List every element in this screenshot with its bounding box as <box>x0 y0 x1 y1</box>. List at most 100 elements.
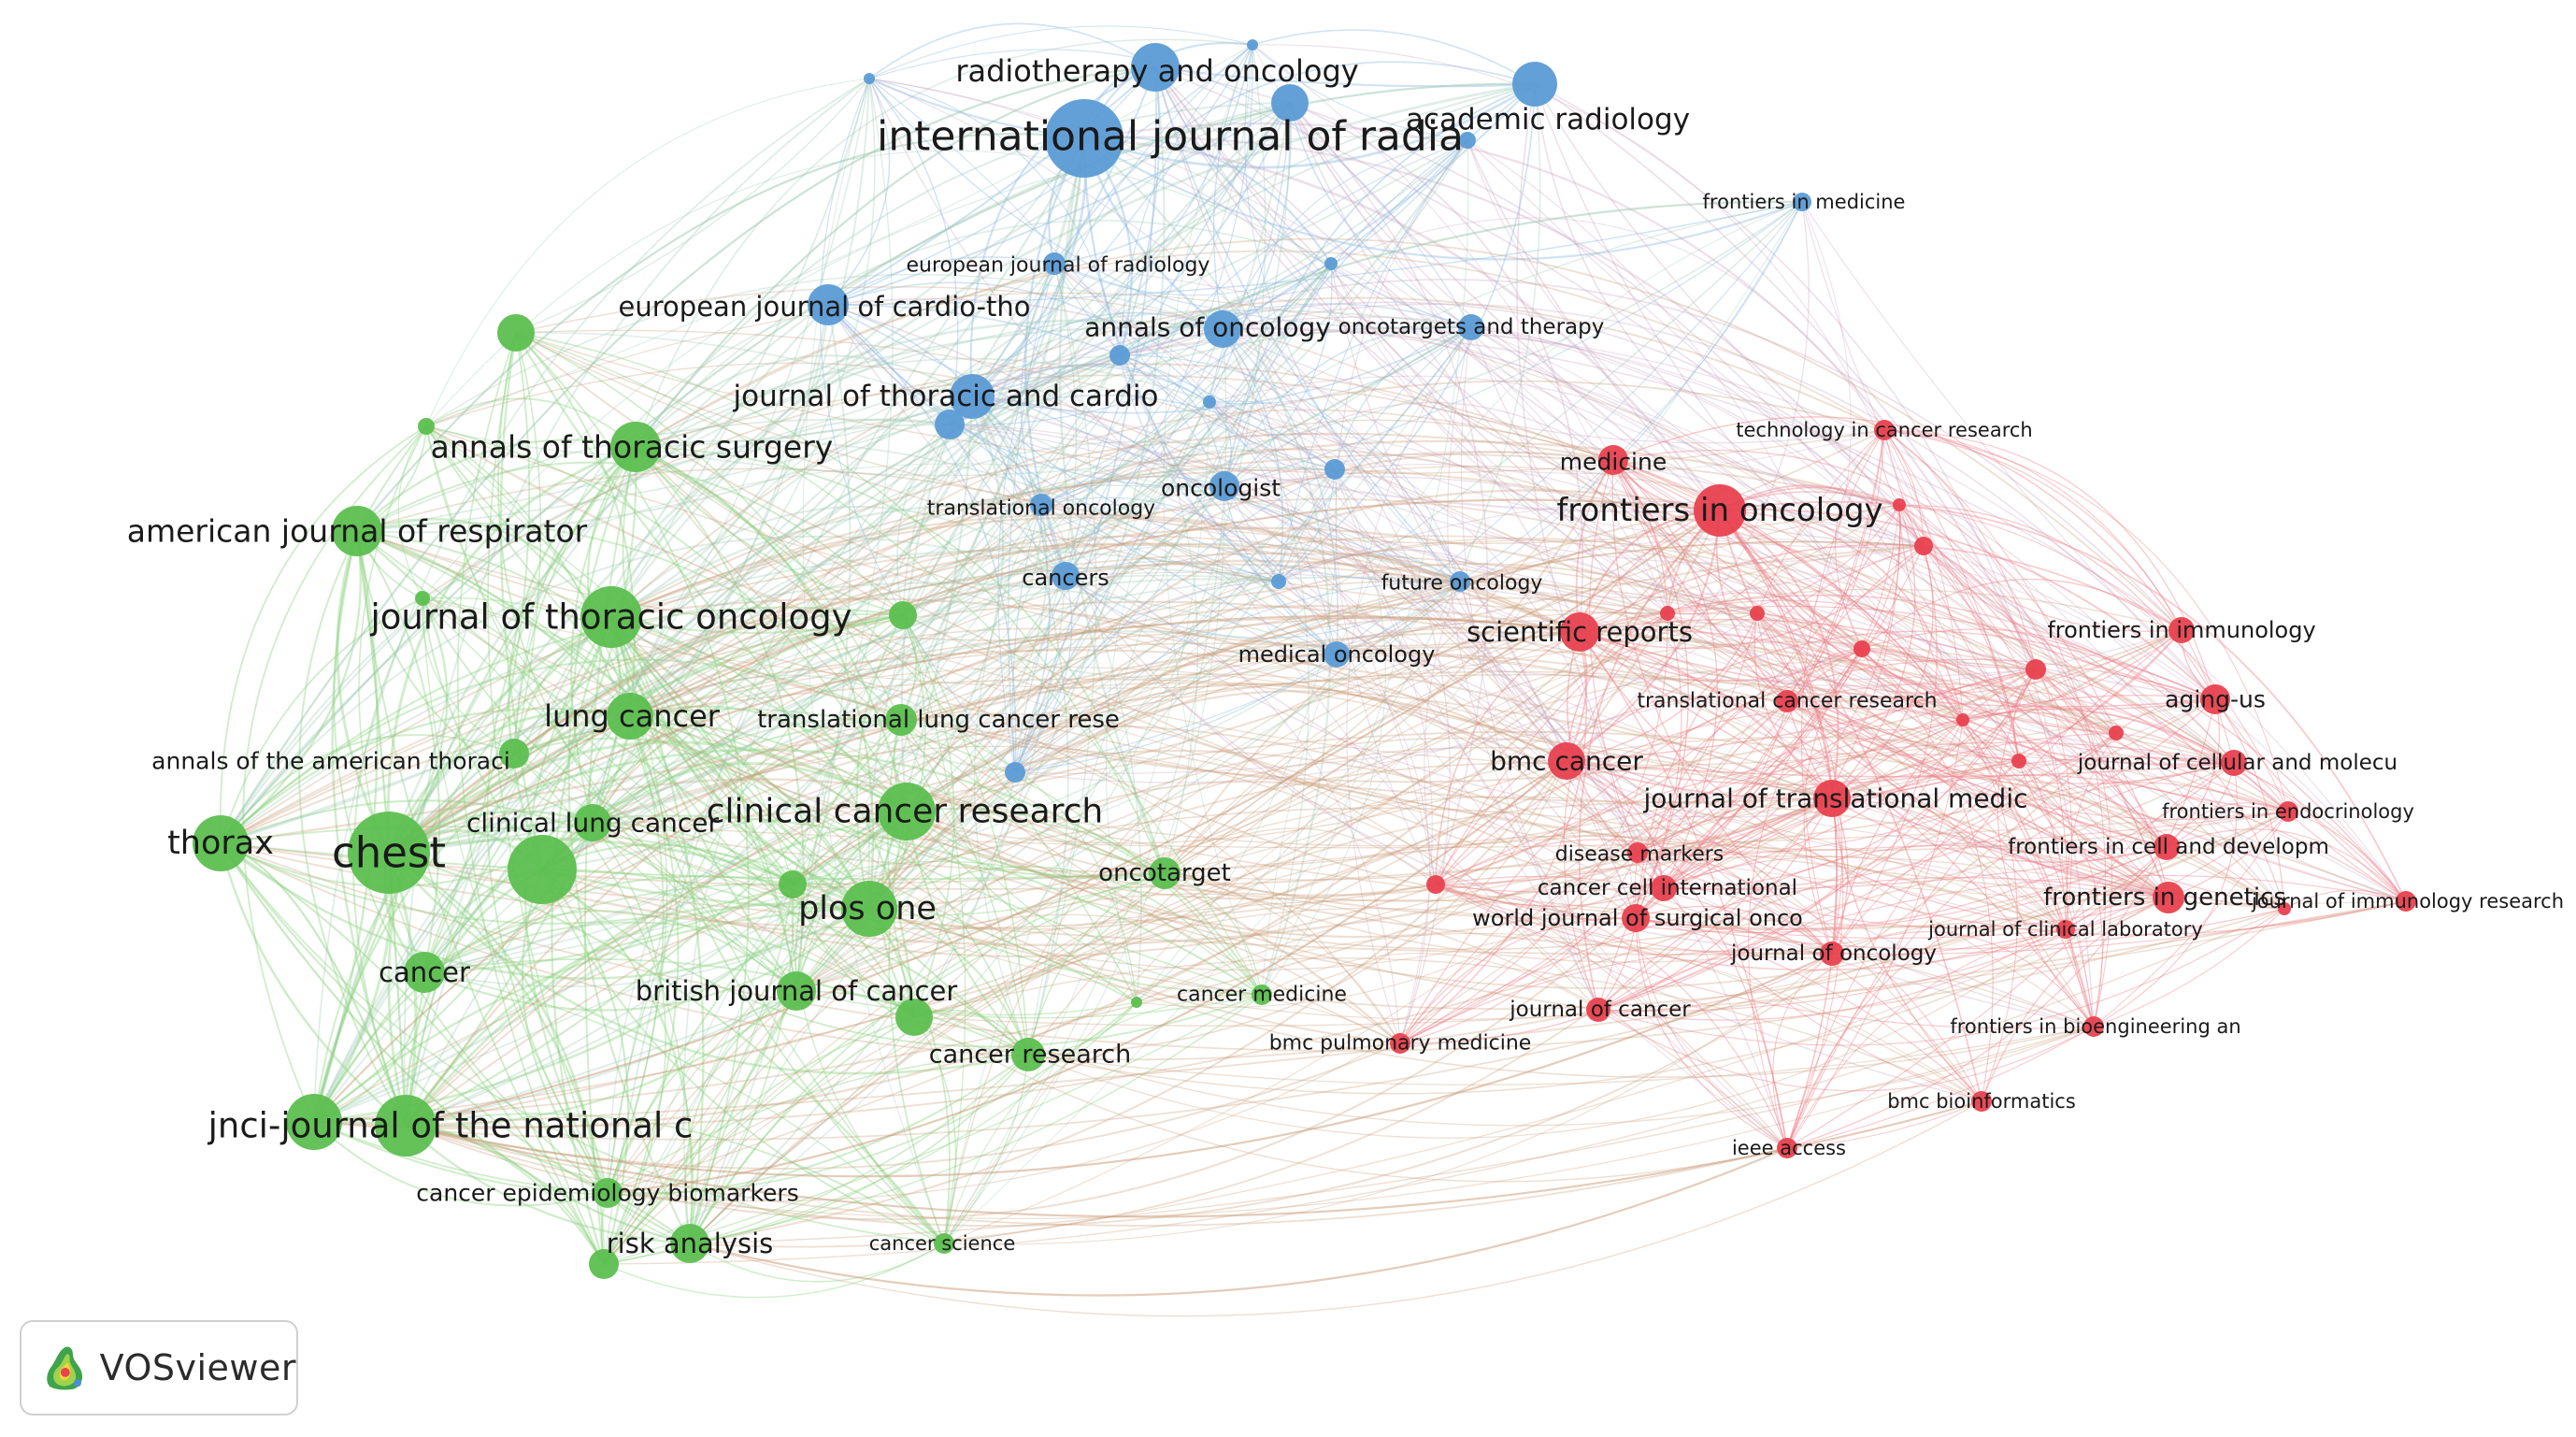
node-label-tho[interactable]: thorax <box>167 825 274 862</box>
node-label-csc[interactable]: cancer science <box>869 1232 1016 1255</box>
node-ejc[interactable] <box>808 284 849 325</box>
node-label-jir[interactable]: journal of immunology research <box>2251 890 2564 912</box>
node-label-med[interactable]: medicine <box>1560 449 1667 476</box>
node-label-scr[interactable]: scientific reports <box>1467 616 1693 648</box>
node-label-oct[interactable]: oncotarget <box>1098 859 1231 887</box>
node-oct[interactable] <box>1149 857 1181 889</box>
node-unlabeled[interactable] <box>1131 997 1142 1008</box>
node-bbi[interactable] <box>1971 1091 1992 1112</box>
node-unlabeled[interactable] <box>935 410 965 439</box>
node-label-fim[interactable]: frontiers in medicine <box>1703 191 1906 213</box>
node-label-fcd[interactable]: frontiers in cell and developm <box>2008 835 2329 859</box>
node-fuo[interactable] <box>1450 571 1470 592</box>
node-bpm[interactable] <box>1390 1033 1410 1054</box>
node-unlabeled[interactable] <box>1660 606 1675 621</box>
node-ajr[interactable] <box>332 506 382 556</box>
node-mon[interactable] <box>1324 641 1350 668</box>
node-cme[interactable] <box>1252 984 1272 1005</box>
node-label-fie[interactable]: frontiers in endocrinology <box>2162 800 2414 823</box>
node-label-fib[interactable]: frontiers in bioengineering an <box>1950 1015 2240 1038</box>
node-che[interactable] <box>348 812 430 894</box>
node-label-jtc[interactable]: journal of thoracic and cardio <box>732 380 1158 413</box>
node-label-aat[interactable]: annals of the american thoraci <box>151 748 510 775</box>
node-iee[interactable] <box>1777 1138 1797 1158</box>
node-unlabeled[interactable] <box>895 999 933 1036</box>
node-ejr[interactable] <box>1043 252 1066 275</box>
node-aoo[interactable] <box>1204 310 1241 348</box>
node-jnc[interactable] <box>375 1095 436 1157</box>
node-onc[interactable] <box>1209 471 1239 501</box>
node-ceb[interactable] <box>593 1178 623 1208</box>
node-jcm[interactable] <box>2221 750 2247 776</box>
node-label-ria[interactable]: risk analysis <box>607 1228 774 1259</box>
node-med[interactable] <box>1598 445 1628 475</box>
node-label-cre[interactable]: cancer research <box>929 1041 1131 1070</box>
node-label-tcrr[interactable]: translational cancer research <box>1637 690 1937 713</box>
node-aat[interactable] <box>499 739 529 769</box>
node-fib[interactable] <box>2083 1016 2104 1037</box>
node-label-joc[interactable]: journal of cancer <box>1509 998 1691 1022</box>
node-unlabeled[interactable] <box>864 73 875 84</box>
node-fii[interactable] <box>2168 617 2195 643</box>
node-label-jtm[interactable]: journal of translational medic <box>1643 783 2028 814</box>
node-unlabeled[interactable] <box>415 591 430 606</box>
node-ats[interactable] <box>610 422 661 472</box>
node-label-tcr[interactable]: technology in cancer research <box>1736 419 2032 441</box>
node-unlabeled[interactable] <box>1324 257 1338 270</box>
node-label-cme[interactable]: cancer medicine <box>1177 984 1347 1007</box>
node-unlabeled[interactable] <box>779 870 807 898</box>
node-label-ceb[interactable]: cancer epidemiology biomarkers <box>416 1180 799 1207</box>
node-unlabeled[interactable] <box>1914 537 1933 555</box>
node-unlabeled[interactable] <box>2025 659 2046 680</box>
node-unlabeled[interactable] <box>589 1249 619 1279</box>
node-fio[interactable] <box>1694 484 1746 537</box>
node-unlabeled[interactable] <box>1271 574 1286 589</box>
node-csc[interactable] <box>934 1233 954 1254</box>
node-unlabeled[interactable] <box>418 418 435 435</box>
node-bmc[interactable] <box>1548 742 1585 780</box>
node-label-plo[interactable]: plos one <box>798 890 937 927</box>
node-ccr[interactable] <box>878 783 936 841</box>
node-label-tro[interactable]: translational oncology <box>927 497 1155 521</box>
node-unlabeled[interactable] <box>1271 84 1309 122</box>
node-cci[interactable] <box>1651 875 1677 901</box>
node-fig[interactable] <box>2153 882 2184 913</box>
node-label-bjc[interactable]: british journal of cancer <box>636 975 958 1007</box>
node-label-fig[interactable]: frontiers in genetics <box>2043 884 2286 912</box>
node-label-clc[interactable]: clinical lung cancer <box>466 808 720 839</box>
node-scr[interactable] <box>1560 612 1599 652</box>
node-label-dma[interactable]: disease markers <box>1555 843 1724 867</box>
node-unlabeled[interactable] <box>2109 726 2124 740</box>
node-label-ott[interactable]: oncotargets and therapy <box>1338 315 1605 339</box>
node-bjc[interactable] <box>777 971 816 1011</box>
node-label-fio[interactable]: frontiers in oncology <box>1556 492 1882 529</box>
node-clc[interactable] <box>574 804 611 841</box>
node-label-tlc[interactable]: translational lung cancer rese <box>757 706 1120 734</box>
node-cre[interactable] <box>1011 1038 1045 1071</box>
node-label-mon[interactable]: medical oncology <box>1238 641 1436 668</box>
node-unlabeled[interactable] <box>1247 39 1258 50</box>
node-label-ejc[interactable]: european journal of cardio-tho <box>619 291 1031 323</box>
node-unlabeled[interactable] <box>1109 345 1130 366</box>
node-unlabeled[interactable] <box>1853 640 1870 657</box>
node-unlabeled[interactable] <box>497 314 535 352</box>
node-jir[interactable] <box>2396 891 2416 912</box>
node-unlabeled[interactable] <box>1893 498 1906 511</box>
node-tho[interactable] <box>193 815 249 871</box>
node-label-cci[interactable]: cancer cell international <box>1538 876 1797 900</box>
node-label-fii[interactable]: frontiers in immunology <box>2047 617 2315 643</box>
node-unlabeled[interactable] <box>1203 395 1216 409</box>
node-label-can[interactable]: cancers <box>1022 565 1109 591</box>
node-label-bpm[interactable]: bmc pulmonary medicine <box>1269 1032 1532 1056</box>
node-label-irj[interactable]: international journal of radia <box>877 113 1464 161</box>
node-wjs[interactable] <box>1622 904 1650 932</box>
node-fie[interactable] <box>2278 801 2298 822</box>
node-tro[interactable] <box>1030 494 1052 516</box>
node-unlabeled[interactable] <box>286 1094 342 1150</box>
node-unlabeled[interactable] <box>1005 762 1025 783</box>
node-label-ats[interactable]: annals of thoracic surgery <box>431 429 834 466</box>
node-label-aoo[interactable]: annals of oncology <box>1084 312 1331 343</box>
node-label-cnc[interactable]: cancer <box>379 956 470 988</box>
node-joc[interactable] <box>1586 998 1610 1022</box>
node-fcd[interactable] <box>2154 834 2180 860</box>
